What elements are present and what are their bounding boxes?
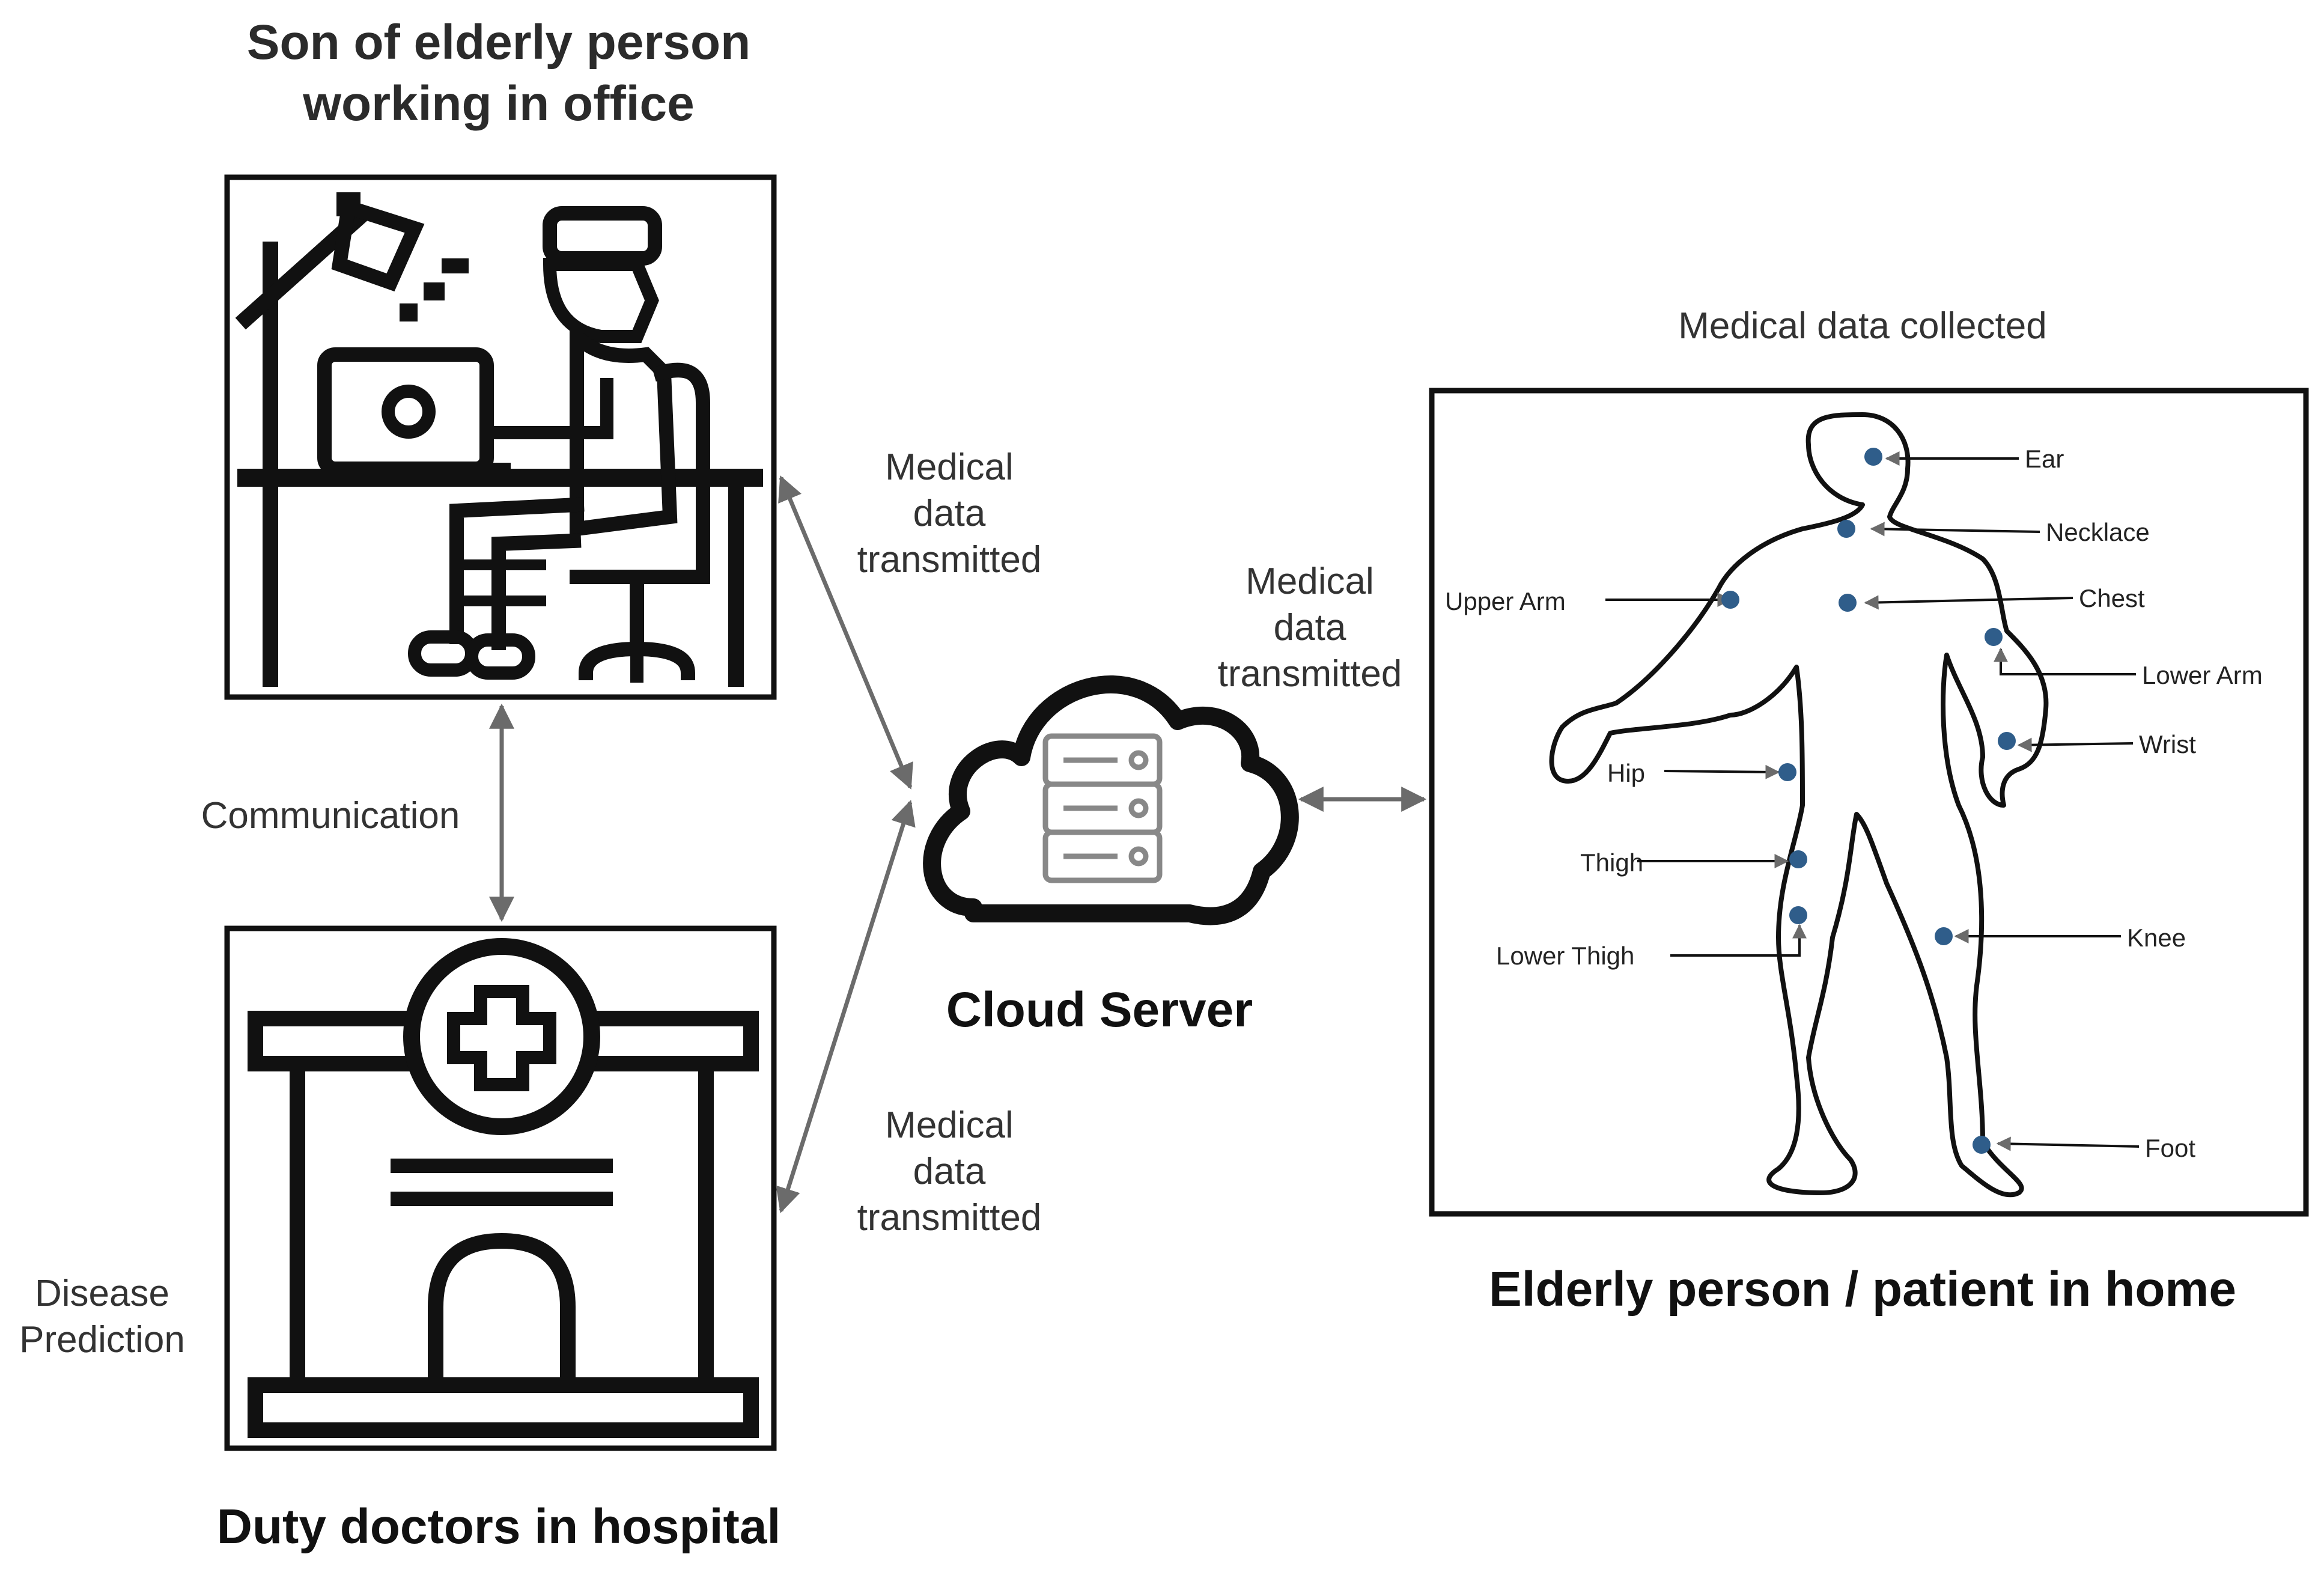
sensor-label-necklace: Necklace (2046, 518, 2150, 546)
sensor-dot-hip (1778, 763, 1796, 781)
arrow-office-cloud (778, 475, 913, 790)
sensor-label-thigh: Thigh (1580, 848, 1644, 877)
cloud-server-title: Cloud Server (946, 983, 1253, 1037)
server-rack-icon (1042, 733, 1163, 883)
sensor-label-lower-thigh: Lower Thigh (1496, 942, 1635, 970)
arrow-hospital-cloud (776, 799, 916, 1214)
body-silhouette (1549, 412, 2049, 1198)
sensor-label-chest: Chest (2079, 584, 2145, 612)
cloud-server-icon (923, 675, 1299, 925)
connection-arrows (489, 475, 1427, 1214)
elderly-title: Elderly person / patient in home (1489, 1262, 2236, 1317)
sensor-label-knee: Knee (2127, 924, 2186, 952)
medical-data-transmitted-mid: Medical data transmitted (1217, 561, 1402, 695)
medical-data-collected-label: Medical data collected (1678, 305, 2047, 347)
sensor-dot-lower-thigh (1789, 906, 1807, 924)
office-worker-icon (224, 174, 777, 700)
hospital-icon (224, 925, 777, 1451)
sensor-label-upper-arm: Upper Arm (1445, 587, 1566, 615)
disease-prediction-label: Disease Prediction (19, 1273, 185, 1360)
sensor-label-foot: Foot (2145, 1134, 2196, 1162)
sensor-dot-wrist (1998, 732, 2016, 750)
patient-box (1429, 388, 2309, 1217)
sensor-markers (1605, 448, 2140, 1154)
sensor-label-hip: Hip (1607, 759, 1646, 787)
communication-label: Communication (201, 795, 460, 836)
sensor-dot-ear (1864, 448, 1882, 466)
sensor-dot-lower-arm (1985, 628, 2003, 646)
sensor-dot-foot (1973, 1136, 1991, 1154)
sensor-dot-thigh (1789, 850, 1807, 868)
sensor-dot-chest (1839, 594, 1857, 612)
sensor-dot-necklace (1837, 520, 1855, 538)
sensor-label-lower-arm: Lower Arm (2142, 661, 2263, 689)
doctors-title: Duty doctors in hospital (216, 1499, 781, 1554)
sensor-label-wrist: Wrist (2139, 730, 2196, 758)
sensor-label-ear: Ear (2025, 445, 2064, 473)
son-title: Son of elderly person working in office (246, 15, 751, 131)
sensor-dot-knee (1935, 927, 1953, 945)
sensor-dot-upper-arm (1721, 591, 1739, 609)
